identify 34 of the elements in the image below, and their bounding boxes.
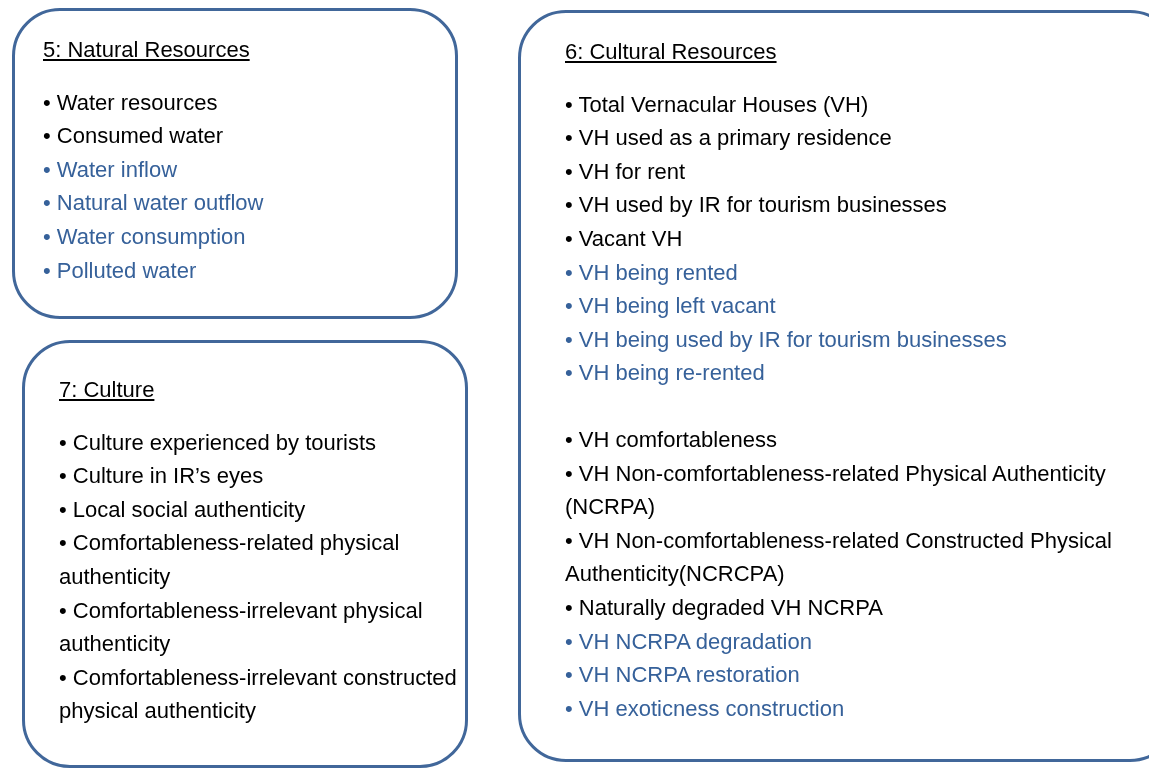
panel-heading: 6: Cultural Resources [565,38,778,66]
bullet-item: • VH Non-comfortableness-related Constructed Physical Authenticity(NCRCPA) [565,526,1113,589]
bullet-item: • Comfortableness-related physical authenticity [59,529,401,591]
bullet-item: • VH being re-rented [565,359,766,388]
bullet-item: • Water inflow [43,155,179,184]
bullet-item: • Polluted water [43,256,198,285]
bullet-item: • Naturally degraded VH NCRPA [565,593,884,622]
bullet-item: • VH being used by IR for tourism businesses [565,325,1008,354]
bullet-item: • Natural water outflow [43,189,265,218]
bullet-item: • Total Vernacular Houses (VH) [565,90,870,119]
bullet-item: • Comfortableness-irrelevant constructed physical authenticity [59,663,458,726]
bullet-item: • VH being left vacant [565,292,777,321]
bullet-item: • VH used as a primary residence [565,124,893,153]
bullet-item: • Comfortableness-irrelevant physical authenticity [59,596,424,659]
rounded-panel [12,8,458,319]
bullet-item: • VH comfortableness [565,425,778,454]
bullet-item: • Water resources [43,88,219,117]
panel-heading: 5: Natural Resources [43,36,251,64]
bullet-item: • VH NCRPA restoration [565,661,801,690]
bullet-item: • VH being rented [565,258,739,287]
bullet-item: • Local social authenticity [59,495,307,524]
rounded-panel [22,340,468,768]
bullet-item: • Water consumption [43,222,247,251]
bullet-item: • Culture in IR’s eyes [59,462,265,491]
bullet-item: • VH exoticness construction [565,694,846,723]
rounded-panel [518,10,1149,762]
bullet-item: • VH for rent [565,157,687,186]
bullet-item: • Consumed water [43,122,225,151]
bullet-item: • Culture experienced by tourists [59,428,378,457]
bullet-item: • Vacant VH [565,224,684,253]
bullet-item: • VH NCRPA degradation [565,627,813,656]
bullet-item: • VH Non-comfortableness-related Physical Authenticity (NCRPA) [565,459,1107,522]
bullet-item: • VH used by IR for tourism businesses [565,191,948,220]
panel-heading: 7: Culture [59,376,156,404]
